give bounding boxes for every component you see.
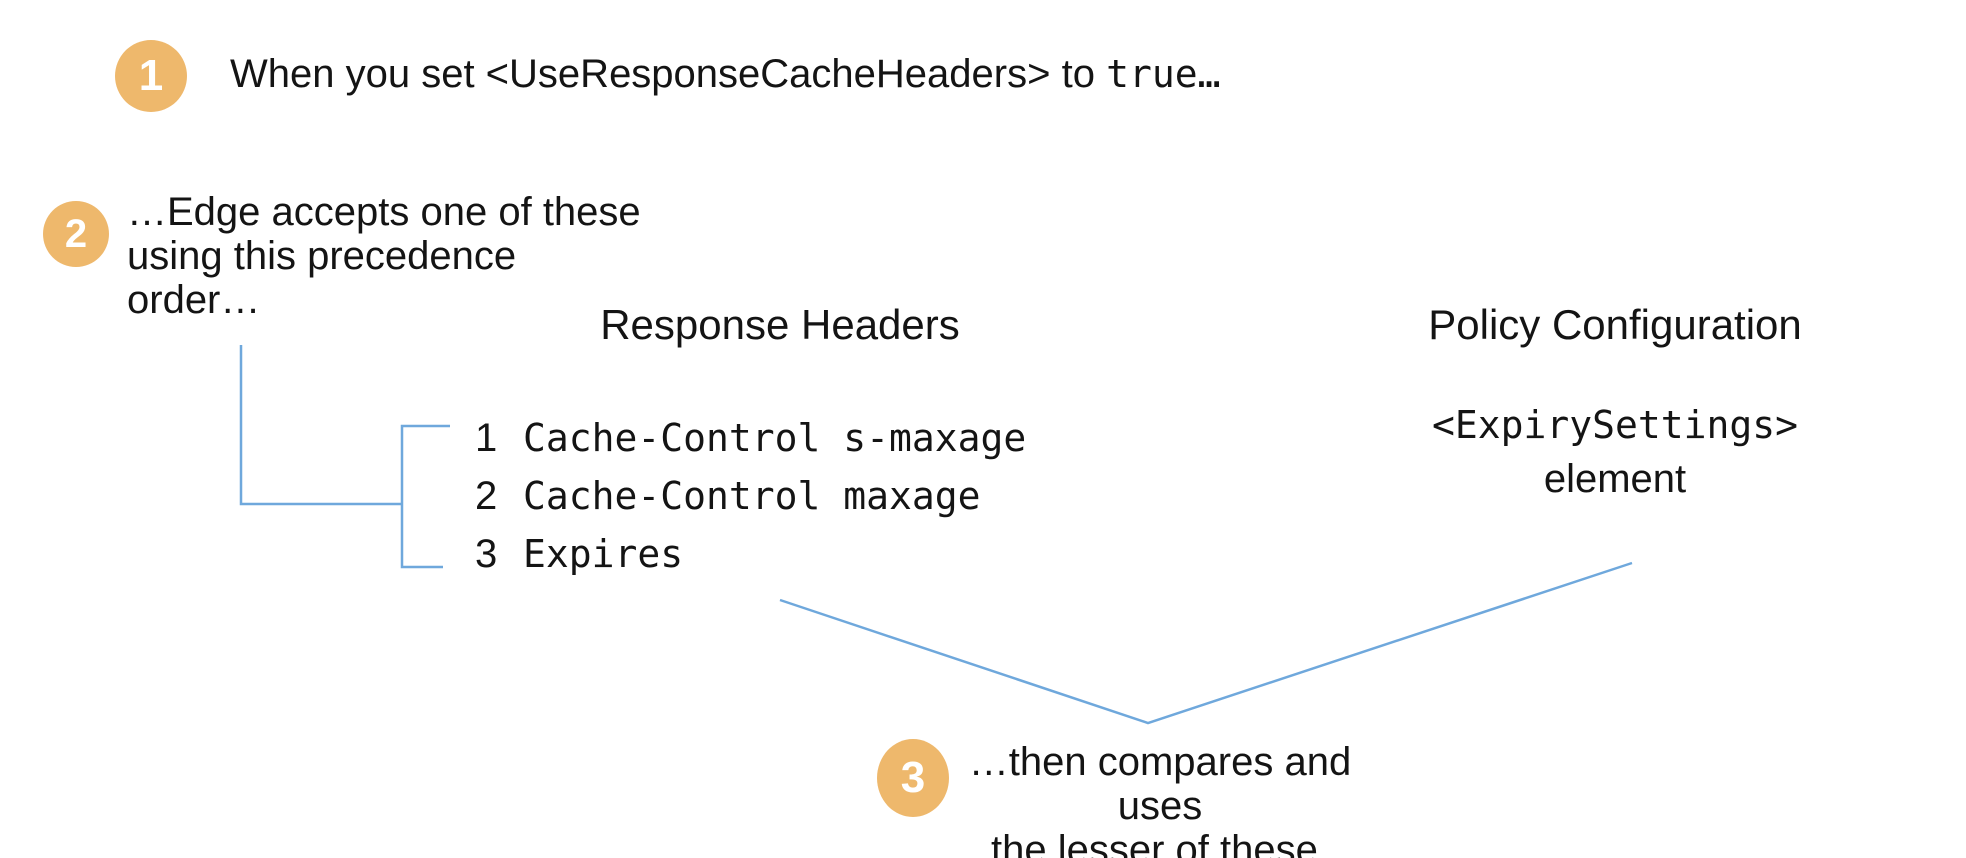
list-item-code: Cache-Control maxage [523, 474, 981, 518]
list-item: 3 Expires [475, 531, 1026, 577]
expiry-settings-code: <ExpirySettings> [1431, 403, 1799, 447]
step-2-line-1: …Edge accepts one of these [127, 190, 641, 234]
step-1-text-prefix: When you set <UseResponseCacheHeaders> t… [230, 52, 1107, 96]
list-item-code: Cache-Control s-maxage [523, 416, 1027, 460]
list-item: 2 Cache-Control maxage [475, 473, 1026, 519]
step-3-badge: 3 [877, 739, 949, 817]
step-3-line-1: …then compares and uses [968, 740, 1352, 828]
precedence-list: 1 Cache-Control s-maxage 2 Cache-Control… [475, 415, 1026, 577]
step-1-text: When you set <UseResponseCacheHeaders> t… [230, 50, 1220, 98]
precedence-connector-line [239, 345, 401, 506]
step-1-text-code: true… [1106, 52, 1221, 96]
list-item-rank: 2 [475, 474, 498, 518]
response-headers-title: Response Headers [600, 301, 960, 348]
step-3-text: …then compares and uses the lesser of th… [940, 740, 1380, 858]
list-item: 1 Cache-Control s-maxage [475, 415, 1026, 461]
step-1-badge: 1 [115, 40, 187, 112]
step-3-number: 3 [900, 753, 926, 802]
list-item-rank: 1 [475, 416, 498, 460]
step-3-line-2: the lesser of these. [991, 828, 1329, 858]
compare-v-line [779, 561, 1633, 725]
step-2-line-2: using this precedence [127, 234, 517, 278]
expiry-settings-label: element [1543, 457, 1687, 501]
policy-configuration-title: Policy Configuration [1428, 301, 1802, 348]
step-2-badge: 2 [43, 201, 109, 267]
list-item-code: Expires [523, 532, 684, 576]
step-2-text: …Edge accepts one of these using this pr… [127, 190, 641, 322]
list-item-rank: 3 [475, 532, 498, 576]
step-1-number: 1 [138, 51, 164, 100]
precedence-bracket-line [400, 424, 450, 569]
step-2-line-3: order… [127, 278, 261, 322]
step-2-number: 2 [64, 212, 88, 256]
